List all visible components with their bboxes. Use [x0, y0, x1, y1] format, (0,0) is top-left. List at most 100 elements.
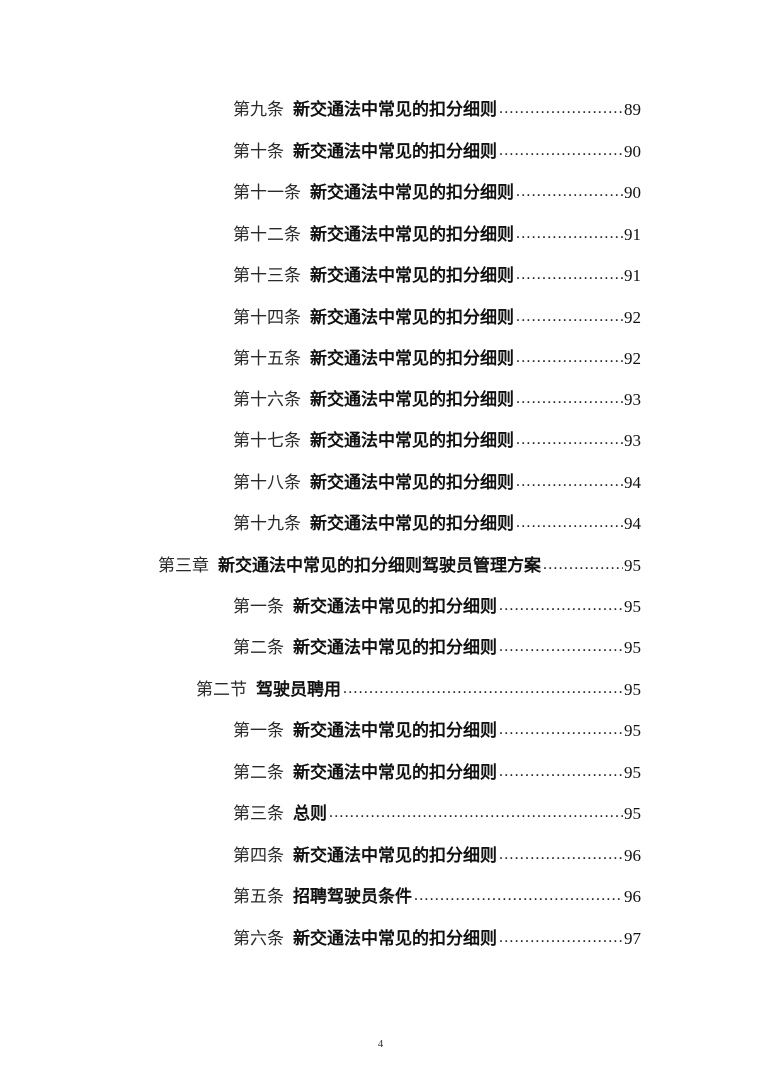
toc-entry-page: 95	[624, 721, 641, 740]
dot-leader	[516, 511, 623, 536]
toc-entry[interactable]: 第五条 招聘驾驶员条件 96	[233, 884, 641, 910]
toc-entry-number: 第五条	[233, 887, 284, 907]
toc-entry-number: 第十八条	[233, 473, 301, 493]
dot-leader	[343, 677, 623, 702]
toc-entry[interactable]: 第十八条 新交通法中常见的扣分细则 94	[233, 470, 641, 496]
toc-entry-page: 97	[624, 929, 641, 948]
toc-entry-number: 第十七条	[233, 431, 301, 451]
toc-entry-page: 92	[624, 308, 641, 327]
toc-entry-title: 新交通法中常见的扣分细则	[310, 225, 514, 245]
toc-entry-number: 第一条	[233, 721, 284, 741]
dot-leader	[516, 470, 623, 495]
toc-entry-number: 第十一条	[233, 183, 301, 203]
toc-entry-title: 新交通法中常见的扣分细则	[293, 142, 497, 162]
toc-entry-page: 95	[624, 556, 641, 575]
dot-leader	[516, 305, 623, 330]
dot-leader	[499, 594, 623, 619]
toc-entry-title: 新交通法中常见的扣分细则	[293, 100, 497, 120]
toc-entry-title: 新交通法中常见的扣分细则	[293, 763, 497, 783]
toc-entry-title: 驾驶员聘用	[256, 680, 341, 700]
toc-entry-title: 新交通法中常见的扣分细则	[293, 638, 497, 658]
dot-leader	[499, 760, 623, 785]
toc-entry[interactable]: 第十一条 新交通法中常见的扣分细则 90	[233, 180, 641, 206]
toc-entry-page: 93	[624, 390, 641, 409]
toc-entry[interactable]: 第二条 新交通法中常见的扣分细则 95	[233, 635, 641, 661]
toc-entry[interactable]: 第四条 新交通法中常见的扣分细则 96	[233, 843, 641, 869]
dot-leader	[329, 801, 623, 826]
toc-entry-title: 新交通法中常见的扣分细则驾驶员管理方案	[218, 556, 541, 576]
dot-leader	[516, 263, 623, 288]
dot-leader	[516, 387, 623, 412]
toc-entry[interactable]: 第一条 新交通法中常见的扣分细则 95	[233, 718, 641, 744]
toc-entry-number: 第三条	[233, 804, 284, 824]
toc-entry-page: 91	[624, 266, 641, 285]
dot-leader	[516, 222, 623, 247]
toc-entry-title: 新交通法中常见的扣分细则	[293, 929, 497, 949]
toc-entry-title: 新交通法中常见的扣分细则	[310, 390, 514, 410]
toc-entry-number: 第十三条	[233, 266, 301, 286]
dot-leader	[516, 346, 623, 371]
toc-entry[interactable]: 第九条 新交通法中常见的扣分细则 89	[233, 97, 641, 123]
toc-entry-page: 96	[624, 846, 641, 865]
toc-entry-number: 第十六条	[233, 390, 301, 410]
toc-entry[interactable]: 第十七条 新交通法中常见的扣分细则 93	[233, 428, 641, 454]
dot-leader	[499, 97, 623, 122]
toc-entry[interactable]: 第二条 新交通法中常见的扣分细则 95	[233, 760, 641, 786]
toc-entry-title: 招聘驾驶员条件	[293, 887, 412, 907]
toc-entry-page: 93	[624, 431, 641, 450]
toc-entry-title: 新交通法中常见的扣分细则	[293, 721, 497, 741]
toc-entry-page: 95	[624, 680, 641, 699]
toc-entry-title: 新交通法中常见的扣分细则	[293, 597, 497, 617]
dot-leader	[414, 884, 623, 909]
toc-entry-number: 第十四条	[233, 308, 301, 328]
toc-entry[interactable]: 第十四条 新交通法中常见的扣分细则 92	[233, 305, 641, 331]
toc-entry[interactable]: 第十二条 新交通法中常见的扣分细则 91	[233, 222, 641, 248]
toc-entry-title: 新交通法中常见的扣分细则	[293, 846, 497, 866]
toc-entry[interactable]: 第一条 新交通法中常见的扣分细则 95	[233, 594, 641, 620]
toc-entry-page: 89	[624, 100, 641, 119]
toc-entry-page: 95	[624, 804, 641, 823]
toc-entry-number: 第十九条	[233, 514, 301, 534]
dot-leader	[499, 635, 623, 660]
toc-entry-page: 96	[624, 887, 641, 906]
toc-entry-title: 总则	[293, 804, 327, 824]
toc-entry-number: 第三章	[158, 556, 209, 576]
toc-entry-page: 95	[624, 763, 641, 782]
toc-entry[interactable]: 第十五条 新交通法中常见的扣分细则 92	[233, 346, 641, 372]
toc-entry-page: 94	[624, 514, 641, 533]
toc-chapter-entry[interactable]: 第三章 新交通法中常见的扣分细则驾驶员管理方案 95	[158, 553, 641, 579]
toc-entry-page: 92	[624, 349, 641, 368]
dot-leader	[516, 180, 623, 205]
dot-leader	[516, 428, 623, 453]
toc-entry[interactable]: 第十三条 新交通法中常见的扣分细则 91	[233, 263, 641, 289]
toc-entry-page: 95	[624, 597, 641, 616]
page-footer-number: 4	[377, 1038, 384, 1050]
toc-entry[interactable]: 第十六条 新交通法中常见的扣分细则 93	[233, 387, 641, 413]
toc-entry[interactable]: 第十条 新交通法中常见的扣分细则 90	[233, 139, 641, 165]
dot-leader	[499, 139, 623, 164]
toc-entry-number: 第十条	[233, 142, 284, 162]
toc-entry-number: 第二条	[233, 763, 284, 783]
toc-entry-number: 第六条	[233, 929, 284, 949]
toc-entry-page: 95	[624, 638, 641, 657]
toc-entry[interactable]: 第三条 总则 95	[233, 801, 641, 827]
toc-entry-page: 90	[624, 142, 641, 161]
toc-entry-number: 第一条	[233, 597, 284, 617]
toc-entry[interactable]: 第十九条 新交通法中常见的扣分细则 94	[233, 511, 641, 537]
toc-entry-page: 90	[624, 183, 641, 202]
toc-entry-title: 新交通法中常见的扣分细则	[310, 473, 514, 493]
toc-entry-number: 第十五条	[233, 349, 301, 369]
toc-entry-title: 新交通法中常见的扣分细则	[310, 514, 514, 534]
toc-entry-title: 新交通法中常见的扣分细则	[310, 431, 514, 451]
toc-entry-number: 第二节	[196, 680, 247, 700]
toc-entry-page: 91	[624, 225, 641, 244]
dot-leader	[499, 718, 623, 743]
dot-leader	[499, 926, 623, 951]
toc-section-entry[interactable]: 第二节 驾驶员聘用 95	[196, 677, 641, 703]
toc-entry-page: 94	[624, 473, 641, 492]
toc-entry[interactable]: 第六条 新交通法中常见的扣分细则 97	[233, 926, 641, 952]
dot-leader	[499, 843, 623, 868]
toc-entry-number: 第二条	[233, 638, 284, 658]
dot-leader	[543, 553, 623, 578]
